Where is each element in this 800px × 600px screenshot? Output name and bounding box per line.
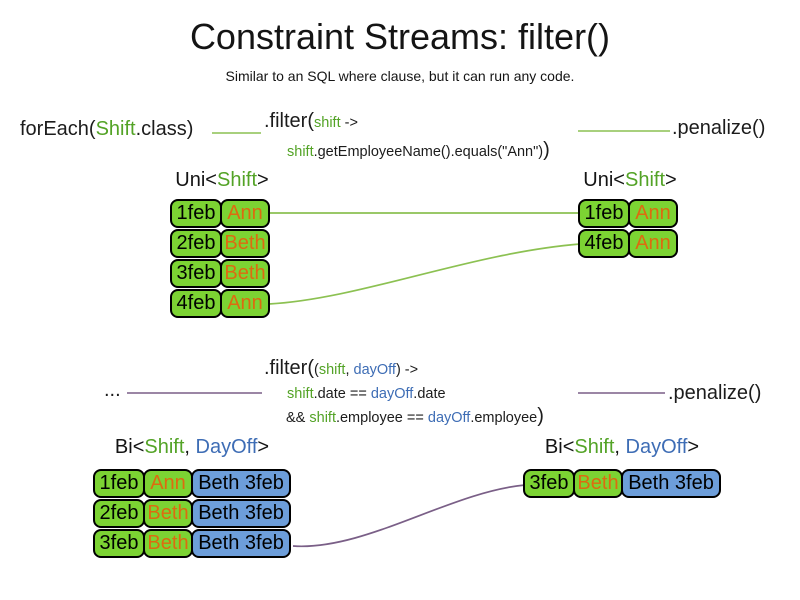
shift-employee-cell: Beth (220, 229, 270, 258)
slide-title: Constraint Streams: filter() (189, 16, 611, 57)
shift-date-cell: 4feb (578, 229, 630, 258)
dayoff-var-token: dayOff (370, 386, 414, 402)
shift-class-token: Shift (95, 118, 136, 140)
get-employee-token: .getEmployeeName().equals("Ann") (313, 144, 544, 160)
bi-filter-line2: shift.date == dayOff.date (287, 385, 446, 403)
uni-shift-label-left: Uni<Shift> (175, 169, 269, 191)
class-suffix-token: .class) (135, 118, 194, 140)
dayoff-var-token: dayOff (427, 410, 471, 426)
filter-call-token: .filter( (264, 110, 314, 132)
slide-subtitle: Similar to an SQL where clause, but it c… (225, 68, 575, 84)
open-paren-token: ( (314, 362, 319, 378)
date-equals-token: .date == (313, 386, 371, 402)
uni-shift-label-right: Uni<Shift> (583, 169, 677, 191)
shift-employee-cell: Ann (220, 199, 270, 228)
foreach-token: forEach( (20, 118, 96, 140)
dayoff-cell: Beth 3feb (191, 499, 291, 528)
dayoff-cell: Beth 3feb (621, 469, 721, 498)
shift-date-cell: 3feb (523, 469, 575, 498)
foreach-expression: forEach(Shift.class) (20, 118, 193, 141)
shift-param-token: shift (318, 362, 346, 378)
shift-employee-cell: Beth (220, 259, 270, 288)
dayoff-cell: Beth 3feb (191, 469, 291, 498)
dayoff-param-token: dayOff (353, 362, 396, 378)
shift-employee-cell: Beth (143, 529, 193, 558)
employee-field-token: .employee (470, 410, 538, 426)
wire-row-3feb-bi (292, 484, 526, 548)
shift-employee-cell: Ann (143, 469, 193, 498)
shift-date-cell: 3feb (93, 529, 145, 558)
employee-equals-token: .employee == (335, 410, 428, 426)
bi-filter-line1: .filter((shift, dayOff) -> (264, 357, 418, 380)
and-operator-token: && (286, 410, 310, 426)
date-field-token: .date (413, 386, 446, 402)
shift-var-token: shift (287, 386, 314, 402)
bi-shift-dayoff-label-right: Bi<Shift, DayOff> (544, 436, 700, 458)
penalize-expression-bottom: .penalize() (668, 382, 762, 404)
shift-date-cell: 3feb (170, 259, 222, 288)
bi-filter-line3: && shift.employee == dayOff.employee) (286, 405, 544, 428)
filter-close-paren: ) (543, 139, 550, 161)
shift-date-cell: 2feb (93, 499, 145, 528)
shift-date-cell: 1feb (93, 469, 145, 498)
shift-date-cell: 1feb (170, 199, 222, 228)
arrow-token: -> (340, 115, 358, 131)
shift-employee-cell: Beth (573, 469, 623, 498)
comma-token: , (345, 362, 354, 378)
penalize-expression-top: .penalize() (672, 117, 766, 139)
shift-var-token: shift (309, 410, 336, 426)
uni-filter-line1: .filter(shift -> (264, 110, 358, 133)
filter-call-token: .filter( (264, 357, 314, 379)
ellipsis-source: ... (104, 379, 121, 401)
shift-param-token: shift (314, 115, 341, 131)
filter-close-paren: ) (537, 405, 544, 427)
wire-row-4feb (268, 243, 581, 305)
arrow-token: ) -> (395, 362, 419, 378)
shift-employee-cell: Ann (220, 289, 270, 318)
bi-shift-dayoff-label-left: Bi<Shift, DayOff> (114, 436, 270, 458)
dayoff-cell: Beth 3feb (191, 529, 291, 558)
shift-employee-cell: Ann (628, 199, 678, 228)
shift-employee-cell: Beth (143, 499, 193, 528)
shift-date-cell: 4feb (170, 289, 222, 318)
shift-var-token: shift (287, 144, 314, 160)
shift-date-cell: 1feb (578, 199, 630, 228)
shift-employee-cell: Ann (628, 229, 678, 258)
shift-date-cell: 2feb (170, 229, 222, 258)
uni-filter-line2: shift.getEmployeeName().equals("Ann")) (287, 139, 550, 162)
